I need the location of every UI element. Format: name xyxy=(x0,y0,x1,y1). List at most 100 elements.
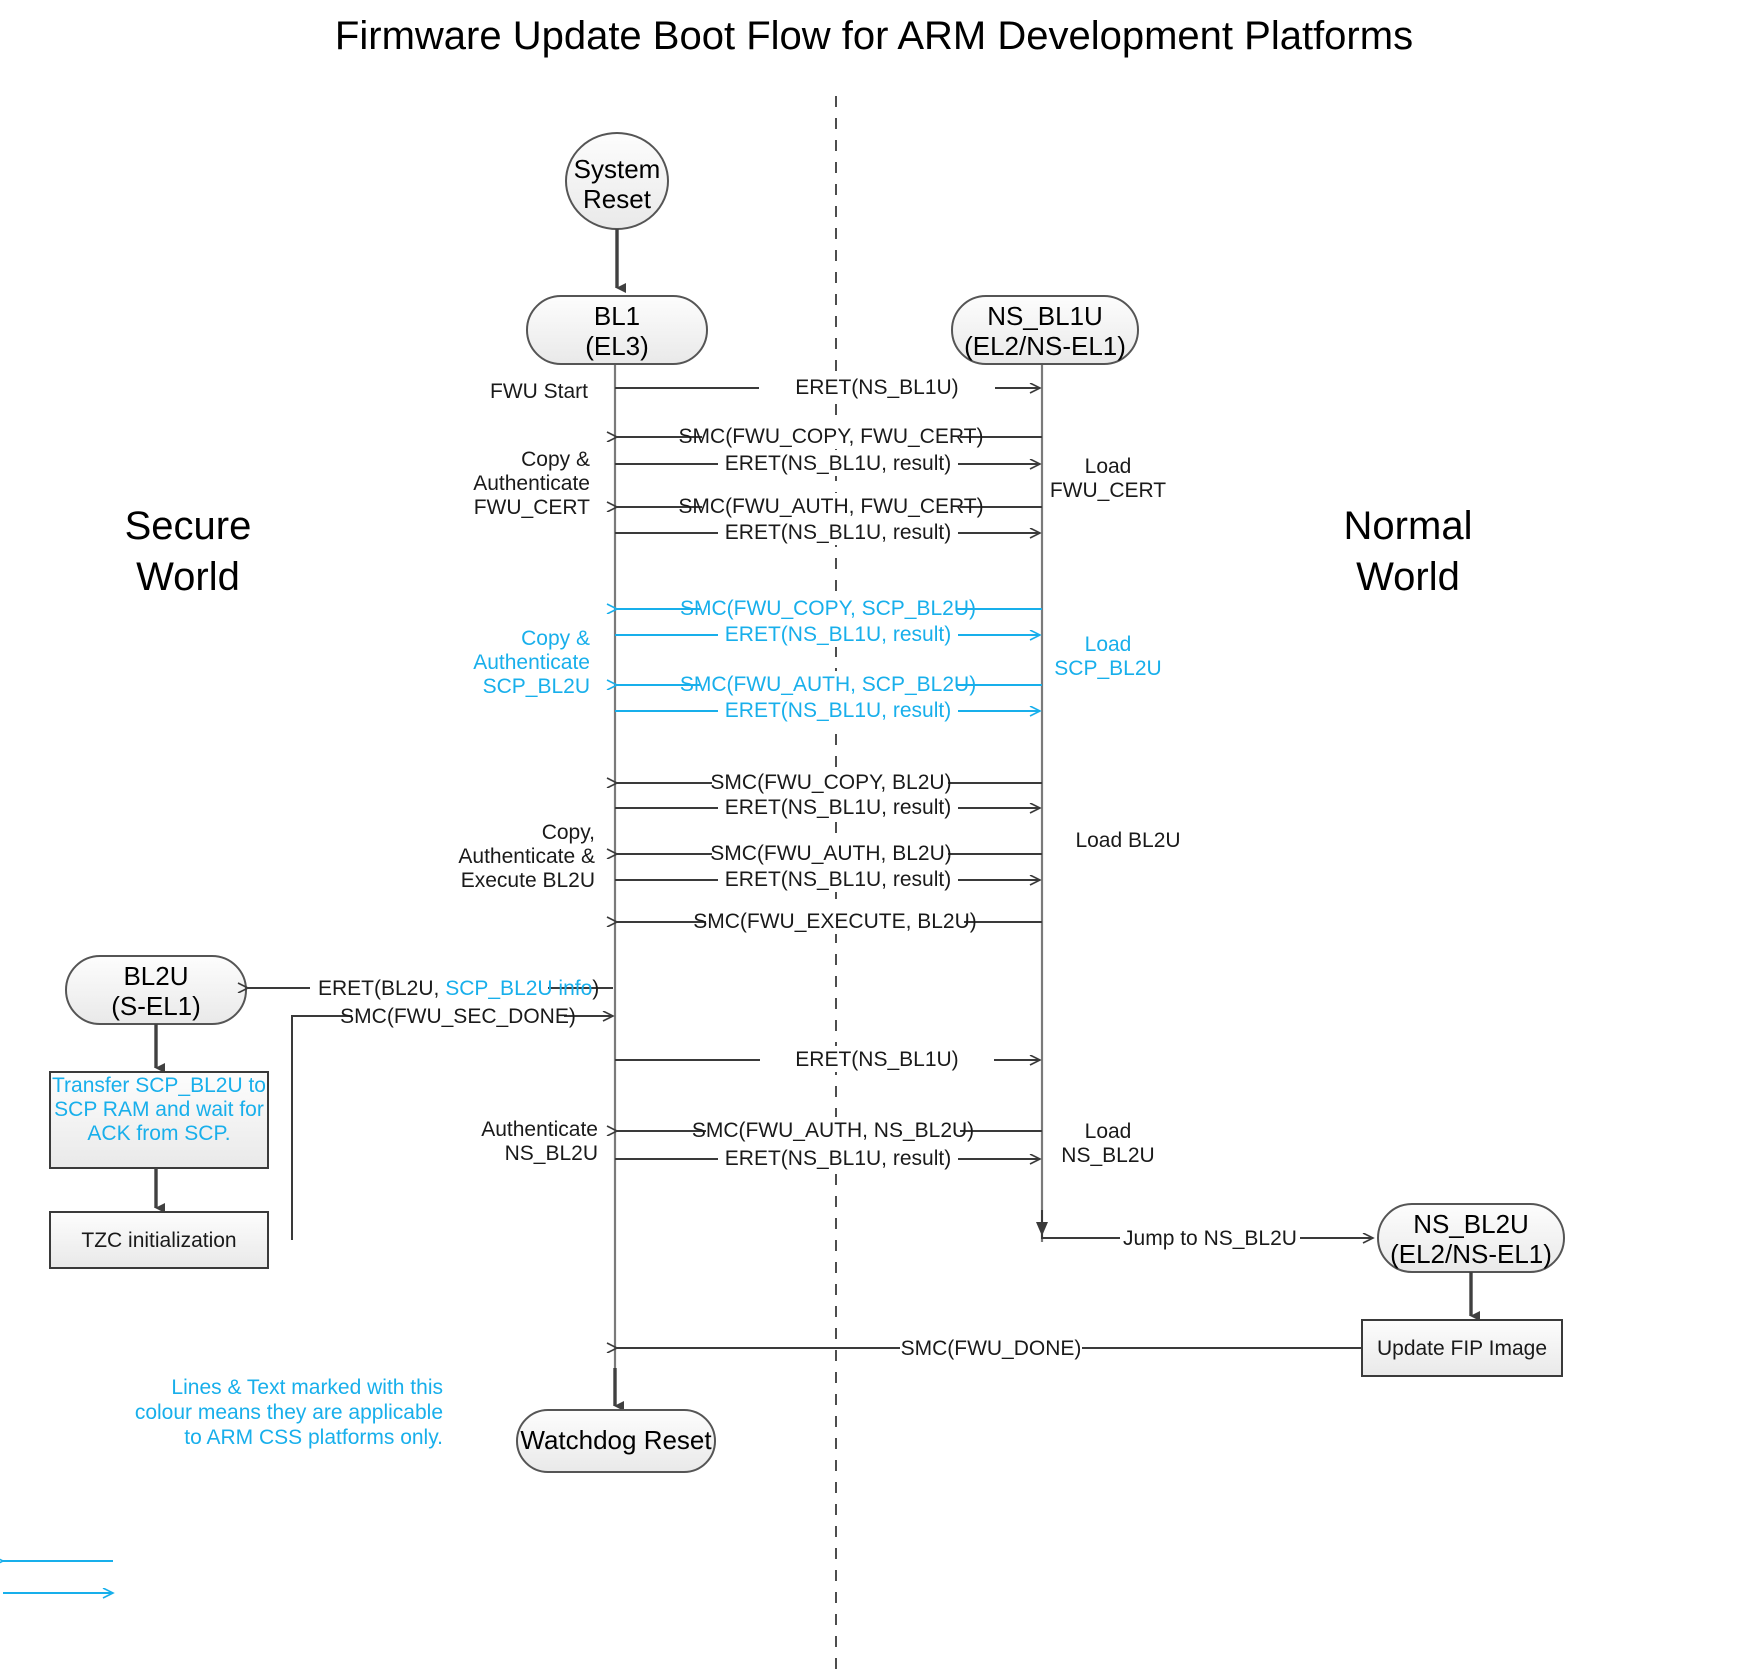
message-m13-label: ERET(NS_BL1U, result) xyxy=(725,868,951,891)
message-m4: SMC(FWU_AUTH, FWU_CERT) xyxy=(617,493,1042,519)
bl1-line1: BL1 xyxy=(594,301,640,331)
transfer-scp-line2: SCP RAM and wait for xyxy=(54,1098,264,1121)
watchdog-reset-label: Watchdog Reset xyxy=(520,1425,712,1455)
message-smc-fwu-done-label: SMC(FWU_DONE) xyxy=(901,1337,1082,1360)
message-m14-label: SMC(FWU_EXECUTE, BL2U) xyxy=(693,910,977,933)
message-m16: SMC(FWU_SEC_DONE) xyxy=(291,1002,613,1240)
message-m2: SMC(FWU_COPY, FWU_CERT) xyxy=(617,423,1042,449)
ns-bl2u-line2: (EL2/NS-EL1) xyxy=(1390,1239,1552,1269)
annotation-copy-auth-fwu-cert-line2: Authenticate xyxy=(473,472,590,495)
message-jump-to-ns-bl2u: Jump to NS_BL2U xyxy=(1036,1210,1373,1250)
process-box-tzc-init: TZC initialization xyxy=(49,1211,269,1269)
message-m15: ERET(BL2U, SCP_BL2U info) xyxy=(248,974,613,1000)
transfer-scp-line1: Transfer SCP_BL2U to xyxy=(52,1074,266,1097)
annotation-load-scp-bl2u-line2: SCP_BL2U xyxy=(1054,657,1161,680)
message-m1: ERET(NS_BL1U) xyxy=(615,374,1040,400)
annotation-copy-auth-execute-bl2u-line3: Execute BL2U xyxy=(461,869,595,892)
message-jump-label: Jump to NS_BL2U xyxy=(1123,1227,1297,1250)
message-m18: SMC(FWU_AUTH, NS_BL2U) xyxy=(617,1117,1042,1143)
bl1-line2: (EL3) xyxy=(585,331,649,361)
message-m19: ERET(NS_BL1U, result) xyxy=(615,1145,1040,1171)
message-m15-label-c: ) xyxy=(592,977,599,1000)
page-title: Firmware Update Boot Flow for ARM Develo… xyxy=(335,14,1413,58)
message-m14: SMC(FWU_EXECUTE, BL2U) xyxy=(617,908,1042,934)
message-m3-label: ERET(NS_BL1U, result) xyxy=(725,452,951,475)
annotation-copy-auth-execute-bl2u-line1: Copy, xyxy=(542,821,595,844)
legend-line1: Lines & Text marked with this xyxy=(171,1376,443,1399)
annotation-load-ns-bl2u: Load NS_BL2U xyxy=(1061,1120,1154,1167)
message-m8-label: SMC(FWU_AUTH, SCP_BL2U) xyxy=(680,673,976,696)
secure-world-line2: World xyxy=(136,555,240,599)
annotation-copy-auth-fwu-cert: Copy & Authenticate FWU_CERT xyxy=(473,448,590,519)
process-box-update-fip: Update FIP Image xyxy=(1361,1319,1563,1377)
normal-world-label: Normal World xyxy=(1344,504,1473,599)
message-smc-fwu-done: SMC(FWU_DONE) xyxy=(617,1334,1362,1360)
node-bl1: BL1 (EL3) xyxy=(526,295,708,365)
message-m7-label: ERET(NS_BL1U, result) xyxy=(725,623,951,646)
annotation-copy-auth-execute-bl2u: Copy, Authenticate & Execute BL2U xyxy=(458,821,595,892)
node-system-reset: System Reset xyxy=(565,132,669,230)
message-m6-label: SMC(FWU_COPY, SCP_BL2U) xyxy=(680,597,976,620)
message-m15-label-b: SCP_BL2U info xyxy=(445,977,592,1000)
normal-world-line1: Normal xyxy=(1344,504,1473,548)
ns-bl1u-line1: NS_BL1U xyxy=(987,301,1103,331)
message-m7: ERET(NS_BL1U, result) xyxy=(615,621,1040,647)
message-m12: SMC(FWU_AUTH, BL2U) xyxy=(617,840,1042,866)
annotation-load-scp-bl2u: Load SCP_BL2U xyxy=(1054,633,1161,680)
message-m11-label: ERET(NS_BL1U, result) xyxy=(725,796,951,819)
message-m2-label: SMC(FWU_COPY, FWU_CERT) xyxy=(679,425,984,448)
annotation-copy-auth-scp-bl2u-line2: Authenticate xyxy=(473,651,590,674)
secure-world-line1: Secure xyxy=(125,504,252,548)
annotation-copy-auth-execute-bl2u-line2: Authenticate & xyxy=(458,845,595,868)
system-reset-line1: System xyxy=(574,154,661,184)
legend-line2: colour means they are applicable xyxy=(135,1401,443,1424)
normal-world-line2: World xyxy=(1356,555,1460,599)
node-bl2u: BL2U (S-EL1) xyxy=(65,955,247,1025)
message-m17-label: ERET(NS_BL1U) xyxy=(795,1048,958,1071)
message-m16-label: SMC(FWU_SEC_DONE) xyxy=(340,1005,576,1028)
message-m13: ERET(NS_BL1U, result) xyxy=(615,866,1040,892)
message-m1-label: ERET(NS_BL1U) xyxy=(795,376,958,399)
message-m10-label: SMC(FWU_COPY, BL2U) xyxy=(710,771,951,794)
message-m3: ERET(NS_BL1U, result) xyxy=(615,450,1040,476)
annotation-authenticate-ns-bl2u-line2: NS_BL2U xyxy=(505,1142,598,1165)
message-m17: ERET(NS_BL1U) xyxy=(615,1046,1040,1072)
message-m10: SMC(FWU_COPY, BL2U) xyxy=(617,769,1042,795)
message-m5: ERET(NS_BL1U, result) xyxy=(615,519,1040,545)
message-m6: SMC(FWU_COPY, SCP_BL2U) xyxy=(617,595,1042,621)
message-m15-label: ERET(BL2U, SCP_BL2U info) xyxy=(318,977,599,1000)
annotation-fwu-start: FWU Start xyxy=(490,380,588,403)
message-m9: ERET(NS_BL1U, result) xyxy=(615,697,1040,723)
message-m15-label-a: ERET(BL2U, xyxy=(318,977,445,1000)
message-m5-label: ERET(NS_BL1U, result) xyxy=(725,521,951,544)
node-ns-bl1u: NS_BL1U (EL2/NS-EL1) xyxy=(951,295,1139,365)
legend: Lines & Text marked with this colour mea… xyxy=(3,1376,443,1593)
node-watchdog-reset: Watchdog Reset xyxy=(516,1409,716,1473)
annotation-load-ns-bl2u-line1: Load xyxy=(1085,1120,1132,1143)
annotation-copy-auth-fwu-cert-line1: Copy & xyxy=(521,448,590,471)
annotation-copy-auth-scp-bl2u-line1: Copy & xyxy=(521,627,590,650)
ns-bl2u-line1: NS_BL2U xyxy=(1413,1209,1529,1239)
annotation-load-scp-bl2u-line1: Load xyxy=(1085,633,1132,656)
annotation-load-bl2u: Load BL2U xyxy=(1075,829,1180,852)
message-m8: SMC(FWU_AUTH, SCP_BL2U) xyxy=(617,671,1042,697)
process-box-transfer-scp: Transfer SCP_BL2U to SCP RAM and wait fo… xyxy=(49,1071,269,1169)
annotation-authenticate-ns-bl2u-line1: Authenticate xyxy=(481,1118,598,1141)
annotation-load-bl2u-line1: Load BL2U xyxy=(1075,829,1180,852)
annotation-authenticate-ns-bl2u: Authenticate NS_BL2U xyxy=(481,1118,598,1165)
message-m9-label: ERET(NS_BL1U, result) xyxy=(725,699,951,722)
bl2u-line1: BL2U xyxy=(123,961,188,991)
ns-bl1u-line2: (EL2/NS-EL1) xyxy=(964,331,1126,361)
annotation-load-fwu-cert-line2: FWU_CERT xyxy=(1050,479,1166,502)
annotation-load-fwu-cert: Load FWU_CERT xyxy=(1050,455,1166,502)
annotation-copy-auth-fwu-cert-line3: FWU_CERT xyxy=(474,496,590,519)
transfer-scp-line3: ACK from SCP. xyxy=(87,1122,230,1145)
secure-world-label: Secure World xyxy=(125,504,252,599)
annotation-load-fwu-cert-line1: Load xyxy=(1085,455,1132,478)
annotation-copy-auth-scp-bl2u-line3: SCP_BL2U xyxy=(483,675,590,698)
annotation-load-ns-bl2u-line2: NS_BL2U xyxy=(1061,1144,1154,1167)
message-m4-label: SMC(FWU_AUTH, FWU_CERT) xyxy=(678,495,983,518)
bl2u-line2: (S-EL1) xyxy=(111,991,201,1021)
tzc-init-label: TZC initialization xyxy=(81,1229,236,1252)
